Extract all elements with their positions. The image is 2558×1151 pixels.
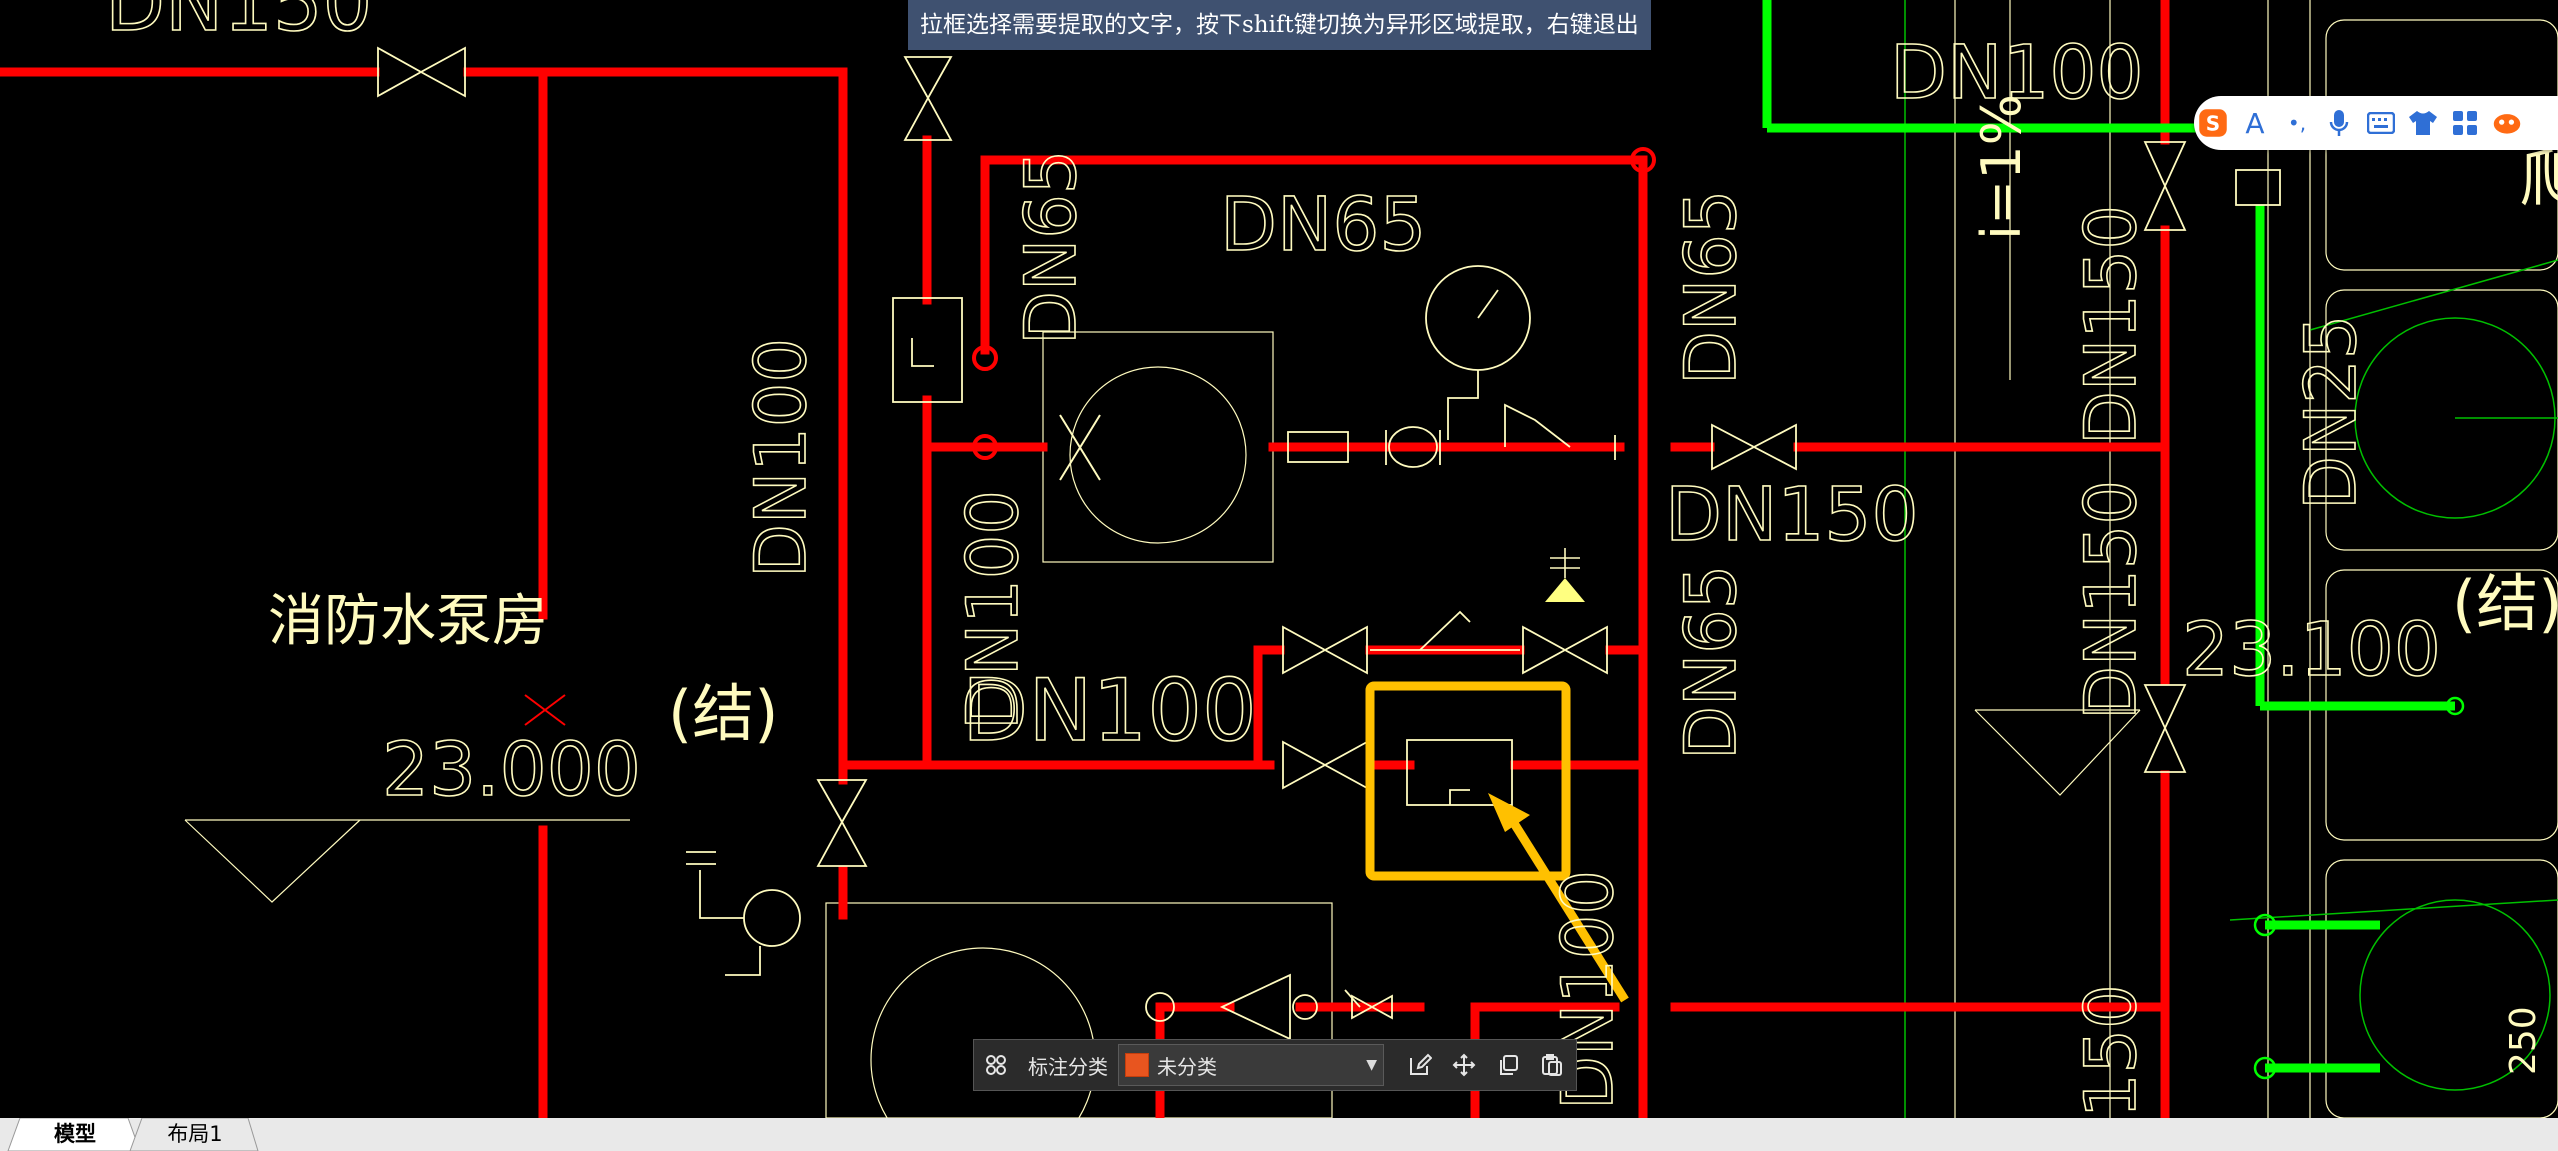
vent-lines: [1550, 548, 1580, 578]
label-dn65-vertical-right-bottom: DN65: [1670, 565, 1752, 760]
level-mark: [524, 694, 566, 726]
extraction-hint-banner: 拉框选择需要提取的文字，按下shift键切换为异形区域提取，右键退出: [908, 0, 1651, 50]
label-dn100-top-right: DN100: [1890, 30, 2144, 116]
label-dn150-bottom-partial: 150: [2070, 984, 2152, 1118]
edit-icon[interactable]: [1398, 1043, 1442, 1087]
label-dn25-vertical: DN25: [2290, 315, 2372, 510]
category-select[interactable]: 未分类 ▼: [1118, 1044, 1384, 1086]
label-pump-room: 消防水泵房: [268, 589, 548, 654]
cad-drawing-canvas[interactable]: DN150 DN100 DN65 DN100 DN150 消防水泵房 23.00…: [0, 0, 2558, 1118]
label-char-partial: 爬: [2520, 142, 2558, 215]
tab-layout1[interactable]: 布局1: [167, 1122, 223, 1146]
label-dn100-vertical-mid: DN100: [952, 490, 1034, 730]
label-dn150-top: DN150: [105, 0, 372, 49]
label-dn100-horizontal: DN100: [962, 661, 1257, 761]
red-pipes: [0, 0, 2170, 1118]
label-slope: i=1%: [1970, 94, 2033, 240]
tab-model[interactable]: 模型: [54, 1122, 96, 1146]
label-dn65-vertical-right-top: DN65: [1670, 190, 1752, 385]
chevron-down-icon: ▼: [1366, 1057, 1377, 1073]
mascot-icon[interactable]: [2492, 108, 2522, 138]
layout-tabs-bar: 模型 布局1: [0, 1118, 2558, 1151]
label-elevation-right: 23.100: [2182, 607, 2441, 693]
copy-icon[interactable]: [1486, 1043, 1530, 1087]
category-grid-icon[interactable]: [974, 1043, 1018, 1087]
label-struct-right: (结): [2452, 567, 2558, 640]
label-dn65-horizontal: DN65: [1220, 182, 1427, 268]
red-pipe-nodes: [972, 147, 1656, 460]
ime-toolbar[interactable]: S A •,: [2194, 96, 2558, 150]
label-dn150-vertical-b: DN150: [2070, 480, 2152, 720]
keyboard-icon[interactable]: [2366, 108, 2396, 138]
label-dim-250: 250: [2503, 1006, 2544, 1075]
label-dn65-vertical-a: DN65: [1010, 150, 1092, 345]
annotation-category-label: 标注分类: [1028, 1054, 1108, 1079]
category-selected-value: 未分类: [1157, 1054, 1217, 1079]
grid-tools-icon[interactable]: [2450, 108, 2480, 138]
microphone-icon[interactable]: [2324, 108, 2354, 138]
paste-icon[interactable]: [1530, 1043, 1574, 1087]
label-struct-left: (结): [668, 677, 778, 750]
label-dn100-vertical-left: DN100: [740, 338, 822, 578]
text-a-icon[interactable]: A: [2245, 106, 2265, 140]
sogou-logo-icon[interactable]: S: [2198, 108, 2228, 138]
svg-text:S: S: [2206, 112, 2220, 136]
highlight-box: [1365, 681, 1571, 881]
valve-symbols: [377, 46, 2281, 1041]
category-color-swatch: [1125, 1053, 1149, 1077]
green-pipes: [1762, 0, 2455, 1073]
tab-shapes: [7, 1118, 259, 1151]
skin-shirt-icon[interactable]: [2408, 108, 2438, 138]
move-icon[interactable]: [1442, 1043, 1486, 1087]
hint-text: 拉框选择需要提取的文字，按下shift键切换为异形区域提取，右键退出: [920, 12, 1639, 38]
label-dn150-vertical-a: DN150: [2070, 205, 2152, 445]
green-nodes: [2253, 696, 2465, 1080]
annotation-arrow: [1488, 793, 1629, 1003]
vent-symbol: [1545, 578, 1585, 602]
punctuation-icon[interactable]: •,: [2287, 111, 2307, 135]
label-elevation-left: 23.000: [382, 727, 641, 813]
green-thin-lines: [1904, 0, 2558, 1118]
annotation-toolbar: 标注分类 未分类 ▼: [973, 1039, 1577, 1091]
label-dn150-mid: DN150: [1665, 472, 1919, 558]
cad-labels: DN150 DN100 DN65 DN100 DN150 消防水泵房 23.00…: [104, 0, 2558, 1118]
pump-x-mark: [1059, 414, 1101, 481]
